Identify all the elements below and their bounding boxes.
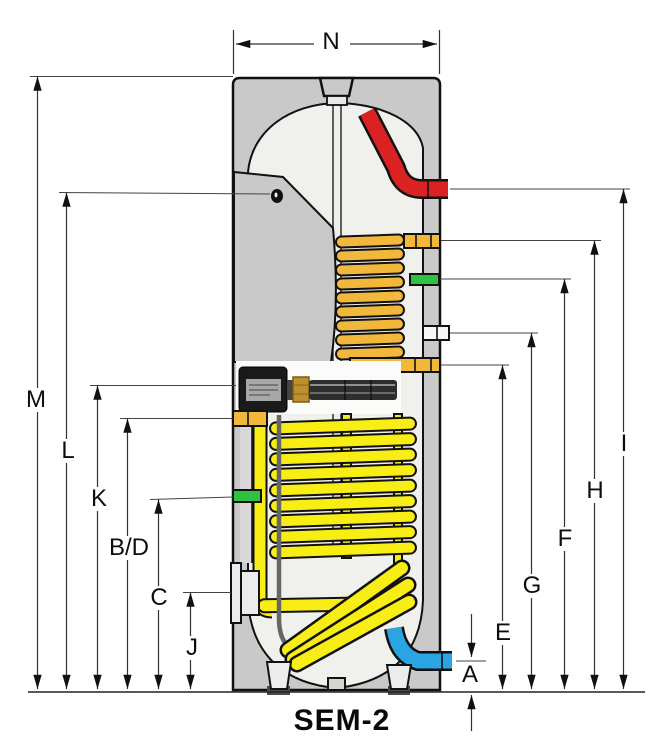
sensor-pocket-upper <box>409 273 440 286</box>
heater-brass-fitting <box>292 376 310 403</box>
sensor-pocket-lower <box>232 489 262 503</box>
dimension-lines <box>30 30 630 731</box>
dim-label-a: A <box>459 661 481 688</box>
dim-label-f: F <box>555 525 575 552</box>
manhole-flange <box>230 562 260 624</box>
immersion-heater <box>236 361 401 414</box>
hot-water-outlet-pipe <box>358 107 448 199</box>
top-fitting-neck <box>326 95 348 106</box>
dim-label-bd: B/D <box>106 534 152 561</box>
tank-feet <box>265 661 413 695</box>
upper-coil <box>334 233 450 373</box>
drain-stub <box>327 677 346 691</box>
dim-label-j: J <box>184 634 200 661</box>
dim-label-h: H <box>584 477 606 504</box>
dim-label-c: C <box>148 584 170 611</box>
upper-coil-supply-connection <box>403 233 441 249</box>
dim-label-n: N <box>320 28 342 55</box>
dim-label-m: M <box>24 386 48 413</box>
top-fitting-cap <box>318 76 355 98</box>
model-name: SEM-2 <box>293 704 391 737</box>
side-fitting <box>422 325 450 341</box>
cold-water-inlet-pipe <box>384 626 452 671</box>
lower-coil-supply-connection <box>232 410 268 427</box>
heater-elements <box>309 380 397 400</box>
dim-label-g: G <box>520 572 544 599</box>
dim-label-i: I <box>618 430 630 457</box>
dim-label-l: L <box>59 437 77 464</box>
dim-label-e: E <box>492 619 514 646</box>
dim-label-k: K <box>88 485 110 512</box>
